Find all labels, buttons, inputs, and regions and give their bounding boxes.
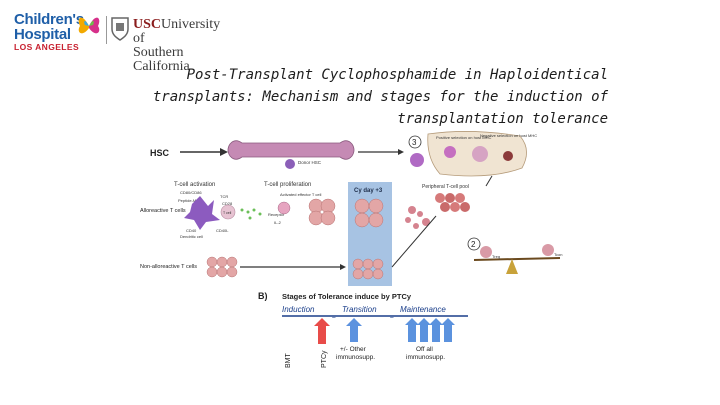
stage-maintenance: Maintenance [400, 305, 446, 314]
stage-induction: Induction [282, 305, 315, 314]
thymus-down-arrow [485, 175, 493, 187]
figure-b-letter: B) [258, 291, 268, 301]
usc-logo: USCUniversity of Southern California [133, 18, 233, 74]
proliferation-cluster-1 [308, 198, 336, 226]
activated-tcell [277, 201, 291, 215]
timeline-break-1: ≈ [332, 314, 336, 321]
ptcy-arrow [314, 318, 330, 344]
chla-name-line2: Hospital [14, 26, 71, 43]
butterfly-icon [78, 17, 100, 34]
mechanism-figure: HSC Donor HSC 3 Positive selection on ho… [140, 131, 562, 286]
bmt-label: BMT [285, 353, 292, 369]
nonallo-arrowhead [340, 264, 346, 270]
hsc-arrowhead [220, 148, 228, 156]
step3-label: 3 [412, 138, 417, 147]
usc-line2: Southern California [133, 45, 190, 74]
cy-day-label: Cy day +3 [354, 188, 383, 194]
tcell-proliferation-label: T-cell proliferation [264, 182, 311, 188]
bone-shape [227, 140, 355, 160]
figure-b-heading: Stages of Tolerance induce by PTCy [282, 292, 412, 301]
peripheral-pool-cells [435, 193, 470, 212]
treg-label: Treg [492, 254, 500, 259]
ptcy-label: PTCy [321, 350, 328, 368]
step2-label: 2 [471, 240, 476, 249]
negative-selection-label: Negative selection on host MHC [480, 133, 537, 138]
dendritic-label: Dendritic cell [180, 234, 203, 239]
tcon-label: Tcon [554, 252, 562, 257]
tcell-inner-label: T cell [223, 211, 232, 215]
tcon-cell [542, 244, 554, 256]
il2-label: IL-2 [274, 220, 282, 225]
cy-cluster-bottom [352, 258, 384, 280]
transition-arrow [346, 318, 362, 342]
balance-beam [473, 257, 561, 261]
thymus-cell-a [444, 146, 456, 158]
title-line2: transplants: Mechanism and stages for th… [152, 89, 608, 105]
maintenance-note-2: immunosupp. [406, 354, 445, 361]
chla-logo: Children's Hospital LOS ANGELES [14, 11, 102, 52]
thymocyte-cell [410, 153, 424, 167]
alloreactive-label: Alloreactive T cells [140, 208, 186, 214]
usc-shield-icon [111, 17, 129, 41]
positive-selection-label: Positive selection on host MHC [436, 135, 491, 140]
chla-location: LOS ANGELES [14, 42, 80, 52]
slide-title: Post-Transplant Cyclophosphamide in Hapl… [153, 64, 608, 130]
to-pool-arrow [391, 215, 437, 268]
transition-note-1: +/- Other [340, 346, 367, 353]
donor-hsc-label: Donor HSC [298, 160, 322, 165]
chla-name-line1: Children's [14, 11, 84, 28]
cd40-label: CD40 [186, 228, 197, 233]
nonalloreactive-label: Non-alloreactive T cells [140, 264, 197, 270]
balance-fulcrum [506, 259, 518, 274]
tcell-activation-label: T-cell activation [174, 182, 215, 188]
step3-circle [408, 135, 422, 149]
usc-prefix: USC [133, 17, 162, 32]
cy-cluster-top [354, 198, 384, 228]
tcr-label: TCR [220, 194, 228, 199]
nonallo-cluster [206, 256, 238, 278]
title-line1: Post-Transplant Cyclophosphamide in Hapl… [186, 67, 608, 83]
stages-figure: B) Stages of Tolerance induce by PTCy In… [258, 291, 468, 369]
treg-cell [480, 246, 492, 258]
stage-transition: Transition [342, 305, 377, 314]
thymus-cell-c [503, 151, 513, 161]
dendritic-cell [184, 196, 220, 230]
maintenance-note-1: Off all [416, 346, 433, 353]
il2-dots [240, 208, 262, 220]
transition-note-2: immunosupp. [336, 354, 375, 361]
cd80-label: CD80/CD86 [180, 190, 202, 195]
hsc-label: HSC [150, 148, 170, 158]
donor-hsc-cell [285, 159, 295, 169]
cd40l-label: CD40L [216, 228, 229, 233]
tcell-circle [220, 204, 236, 220]
thymus-cell-b [472, 146, 488, 162]
dying-cells [405, 206, 430, 229]
maintenance-arrows [405, 318, 455, 342]
hsc-thymus-arrowhead [398, 149, 404, 155]
title-line3: transplantation tolerance [397, 111, 608, 127]
peptide-mhc-label: Peptide-MHC [178, 198, 202, 203]
timeline-break-2: ≈ [390, 314, 394, 321]
cd28-label: CD28 [222, 201, 233, 206]
usc-line1: University of [133, 17, 221, 46]
logo-divider [106, 16, 107, 44]
activated-label: Activated effector T cell [280, 192, 321, 197]
step2-circle [467, 237, 481, 251]
peripheral-pool-label: Peripheral T-cell pool [422, 184, 469, 190]
receptor-label: Receptor [268, 212, 285, 217]
